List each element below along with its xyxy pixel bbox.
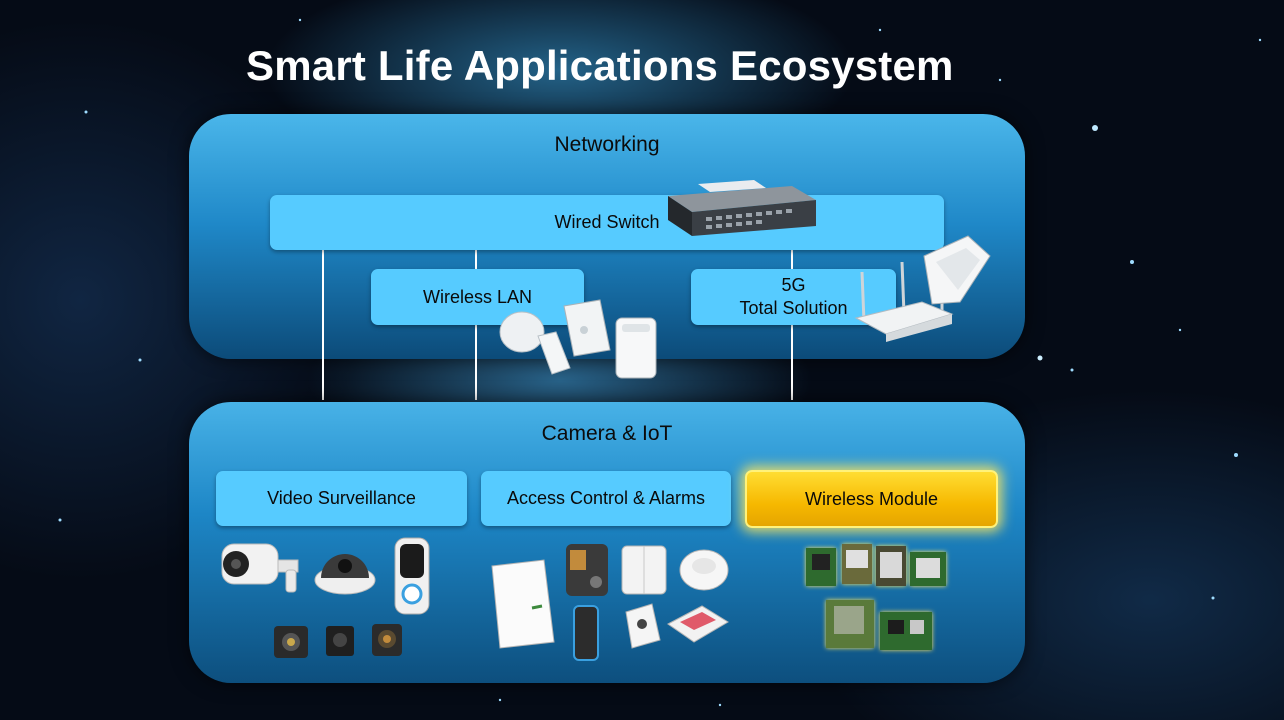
total-solution-label: Total Solution (739, 298, 848, 318)
connector-line (322, 250, 324, 400)
access-control-label: Access Control & Alarms (506, 488, 706, 508)
wired-switch-label: Wired Switch (554, 212, 660, 232)
video-doorbell-icon (394, 537, 430, 615)
control-panel-icon (491, 559, 555, 649)
sensor-icon (621, 545, 729, 649)
networking-title: Networking (554, 133, 660, 156)
5g-label: 5G (781, 275, 806, 295)
wireless-lan-box[interactable]: Wireless LAN (371, 269, 584, 325)
access-point-icon (499, 299, 657, 379)
5g-router-icon (854, 235, 991, 342)
wireless-module-label: Wireless Module (804, 488, 939, 509)
smoke-detector-icon (679, 549, 729, 591)
access-control-alarms-box[interactable]: Access Control & Alarms (481, 471, 731, 526)
wireless-module-board-icon (806, 544, 946, 650)
network-switch-icon (668, 180, 816, 236)
video-surveillance-box[interactable]: Video Surveillance (216, 471, 467, 526)
page-title: Smart Life Applications Ecosystem (246, 42, 954, 89)
bullet-camera-icon (221, 543, 299, 593)
camera-module-icon (274, 624, 402, 658)
wireless-module-box[interactable]: Wireless Module (745, 470, 998, 528)
wired-switch-box[interactable]: Wired Switch (270, 195, 944, 250)
video-surveillance-label: Video Surveillance (267, 488, 416, 508)
dome-camera-icon (314, 554, 376, 595)
keypad-icon (566, 544, 608, 661)
camera-iot-title: Camera & IoT (541, 422, 673, 445)
wireless-lan-label: Wireless LAN (422, 286, 533, 307)
connector-line (791, 250, 793, 400)
connector-line (475, 250, 477, 400)
